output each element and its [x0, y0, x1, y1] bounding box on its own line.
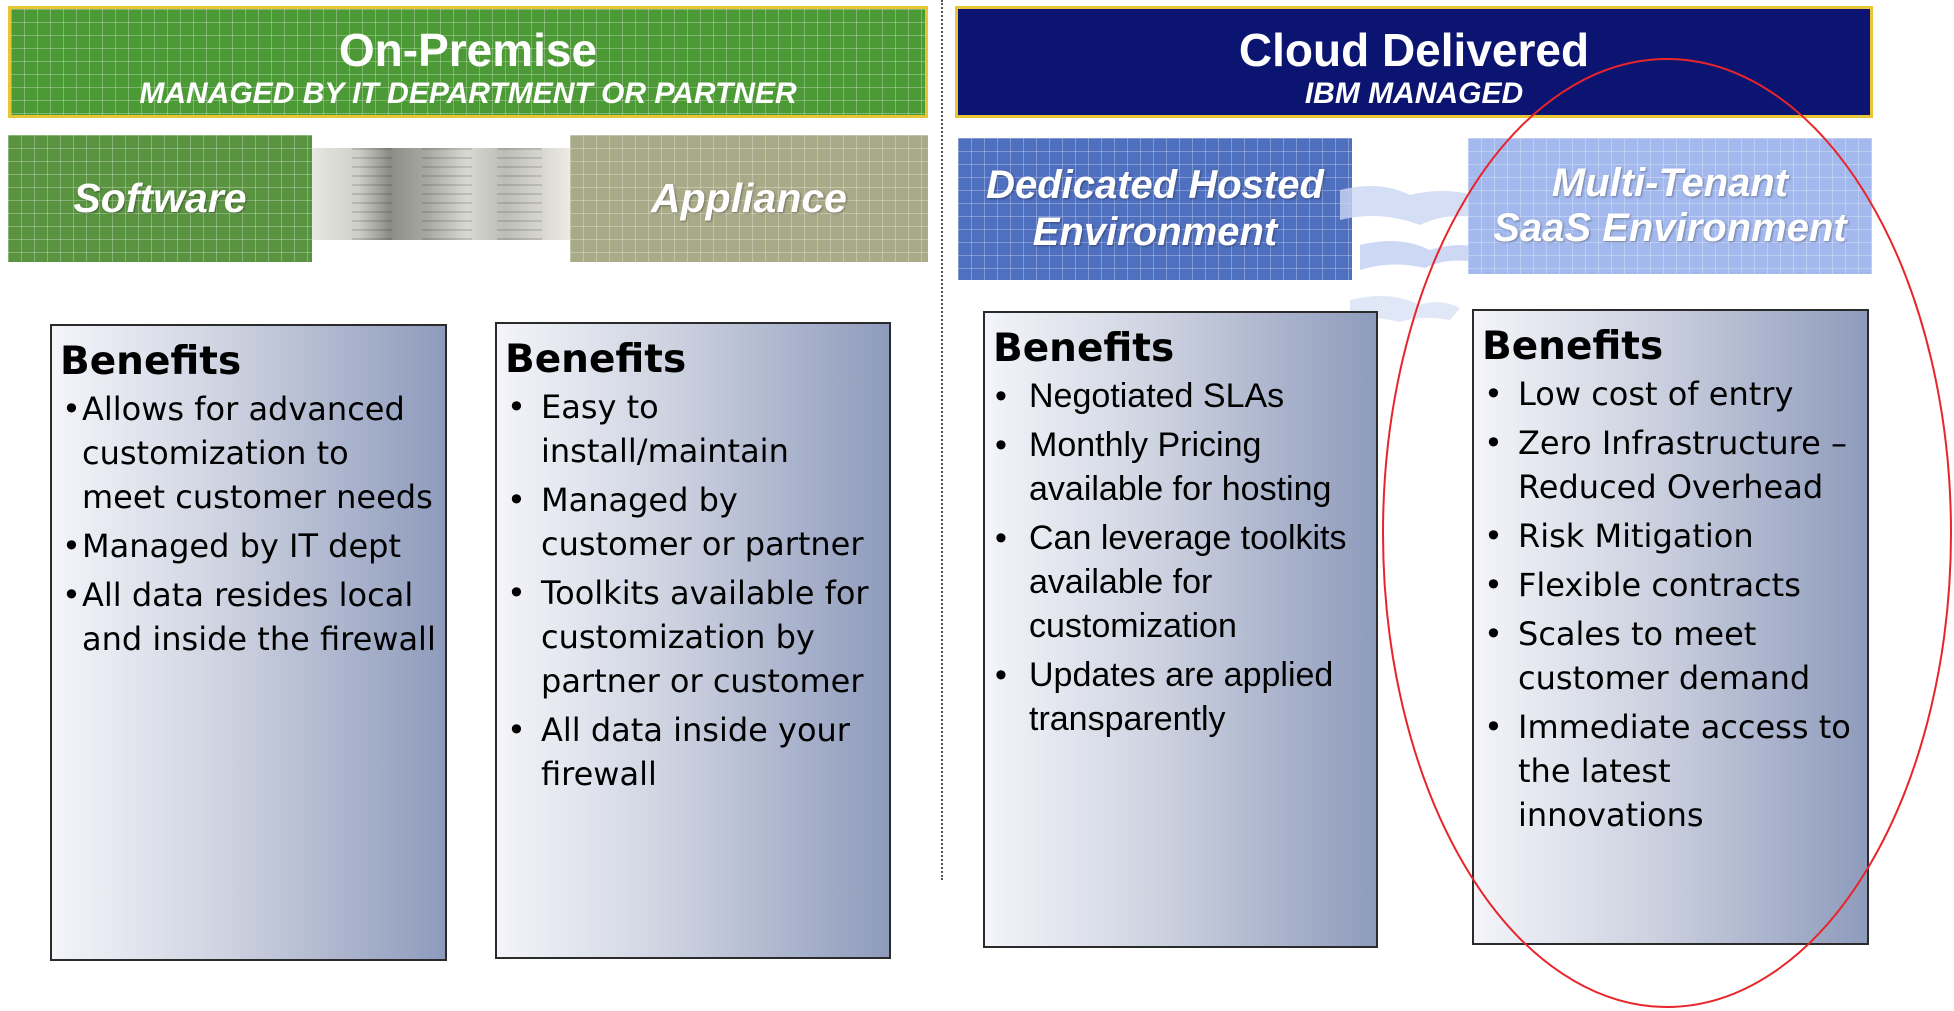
- benefit-item: •Negotiated SLAs: [995, 376, 1285, 415]
- benefit-item: •Managed by IT dept: [62, 526, 402, 565]
- benefit-item: •All data resides local and inside the f…: [62, 575, 436, 658]
- software-label: Software: [73, 175, 247, 221]
- multi-tenant-label-line2: SaaS Environment: [1493, 206, 1847, 250]
- cloud-delivered-title: Cloud Delivered: [1238, 24, 1590, 76]
- dedicated-hosted-benefits-panel: Benefits •Negotiated SLAs •Monthly Prici…: [983, 311, 1378, 948]
- cloud-delivered-subtitle: IBM MANAGED: [1304, 77, 1524, 110]
- benefits-list: •Negotiated SLAs •Monthly Pricing availa…: [993, 374, 1368, 741]
- appliance-benefits-panel: Benefits •Easy to install/maintain •Mana…: [495, 322, 891, 959]
- multi-tenant-label-line1: Multi-Tenant: [1551, 160, 1789, 205]
- appliance-label: Appliance: [651, 175, 847, 221]
- benefit-item: •Allows for advanced customization to me…: [62, 389, 433, 516]
- dedicated-hosted-label-line2: Environment: [1032, 210, 1278, 254]
- benefit-item: •Managed by customer or partner: [507, 480, 864, 563]
- benefits-heading: Benefits: [1482, 324, 1664, 369]
- benefit-item: •Scales to meet customer demand: [1484, 614, 1811, 697]
- benefit-item: •Immediate access to the latest innovati…: [1484, 707, 1851, 834]
- multi-tenant-benefits-panel: Benefits •Low cost of entry •Zero Infras…: [1472, 309, 1869, 945]
- multi-tenant-tile: Multi-Tenant SaaS Environment: [1468, 138, 1872, 274]
- benefit-item: •Flexible contracts: [1484, 565, 1801, 604]
- benefits-heading: Benefits: [505, 337, 687, 382]
- benefits-list: •Allows for advanced customization to me…: [60, 387, 437, 661]
- benefit-item: •All data inside your firewall: [507, 710, 850, 793]
- software-benefits-panel: Benefits •Allows for advanced customizat…: [50, 324, 447, 961]
- benefit-item: •Risk Mitigation: [1484, 516, 1754, 555]
- cloud-delivered-banner: Cloud Delivered IBM MANAGED: [955, 6, 1873, 118]
- on-premise-title: On-Premise: [338, 24, 598, 76]
- dedicated-hosted-label-line1: Dedicated Hosted: [986, 162, 1324, 207]
- building-photo: [312, 148, 570, 240]
- section-divider: [941, 0, 943, 880]
- benefits-heading: Benefits: [60, 339, 242, 384]
- benefit-item: •Easy to install/maintain: [507, 387, 789, 470]
- benefits-list: •Easy to install/maintain •Managed by cu…: [505, 385, 881, 796]
- benefit-item: •Toolkits available for customization by…: [507, 573, 869, 700]
- on-premise-banner: On-Premise MANAGED BY IT DEPARTMENT OR P…: [8, 6, 928, 118]
- benefit-item: •Zero Infrastructure – Reduced Overhead: [1484, 423, 1847, 506]
- dedicated-hosted-tile: Dedicated Hosted Environment: [958, 138, 1352, 280]
- benefit-item: •Updates are applied transparently: [995, 655, 1334, 738]
- benefit-item: •Low cost of entry: [1484, 374, 1794, 413]
- benefits-list: •Low cost of entry •Zero Infrastructure …: [1482, 372, 1859, 837]
- benefits-heading: Benefits: [993, 326, 1175, 371]
- benefit-item: •Can leverage toolkits available for cus…: [995, 518, 1347, 645]
- on-premise-subtitle: MANAGED BY IT DEPARTMENT OR PARTNER: [139, 77, 797, 110]
- software-tile: Software: [8, 135, 312, 262]
- benefit-item: •Monthly Pricing available for hosting: [995, 425, 1332, 508]
- appliance-tile: Appliance: [570, 135, 928, 262]
